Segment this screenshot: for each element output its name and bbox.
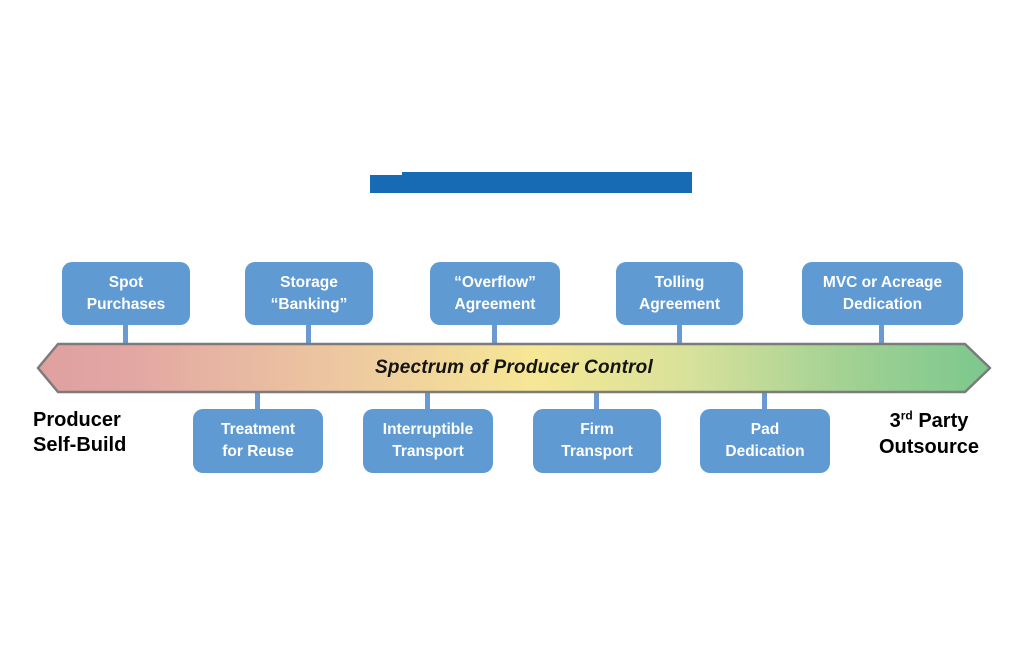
box-treatment-for-reuse-label: Treatment for Reuse — [220, 421, 296, 460]
box-mvc-acreage-dedication-label: MVC or Acreage Dedication — [822, 273, 943, 313]
box-firm-transport: Firm Transport — [533, 409, 661, 473]
box-spot-purchases: Spot Purchases — [62, 262, 190, 325]
label-third-party-outsource: 3rd Party Outsource — [855, 408, 1003, 460]
third-party-rest: Party — [912, 410, 969, 432]
label-producer-self-build: Producer Self-Build — [33, 409, 127, 456]
box-overflow-agreement: “Overflow” Agreement — [430, 262, 560, 325]
box-mvc-acreage-dedication: MVC or Acreage Dedication — [802, 262, 963, 325]
connector-line-bottom-1 — [255, 388, 260, 410]
box-tolling-agreement: Tolling Agreement — [616, 262, 743, 325]
title-bar-main-segment — [402, 172, 692, 193]
connector-line-bottom-4 — [762, 388, 767, 410]
box-treatment-for-reuse: Treatment for Reuse — [193, 409, 323, 473]
box-storage-banking: Storage “Banking” — [245, 262, 373, 325]
connector-line-top-5 — [879, 320, 884, 346]
connector-line-bottom-3 — [594, 388, 599, 410]
connector-line-bottom-2 — [425, 388, 430, 410]
third-party-ordinal: rd — [900, 408, 913, 423]
connector-line-top-2 — [306, 320, 311, 346]
title-bar-left-segment — [370, 175, 403, 193]
spectrum-title: Spectrum of Producer Control — [375, 357, 653, 378]
spectrum-arrow-shape — [36, 342, 992, 394]
spectrum-arrow — [36, 342, 992, 394]
connector-line-top-3 — [492, 320, 497, 346]
box-firm-transport-label: Firm Transport — [561, 421, 633, 460]
box-interruptible-transport: Interruptible Transport — [363, 409, 493, 473]
box-spot-purchases-label: Spot Purchases — [86, 273, 166, 313]
box-pad-dedication-label: Pad Dedication — [725, 421, 805, 460]
box-overflow-agreement-label: “Overflow” Agreement — [454, 273, 536, 313]
box-tolling-agreement-label: Tolling Agreement — [639, 273, 720, 313]
box-storage-banking-label: Storage “Banking” — [270, 273, 348, 313]
connector-line-top-1 — [123, 320, 128, 346]
connector-line-top-4 — [677, 320, 682, 346]
third-party-number: 3 — [889, 410, 901, 432]
third-party-line2: Outsource — [878, 436, 980, 458]
box-interruptible-transport-label: Interruptible Transport — [382, 421, 474, 460]
box-pad-dedication: Pad Dedication — [700, 409, 830, 473]
